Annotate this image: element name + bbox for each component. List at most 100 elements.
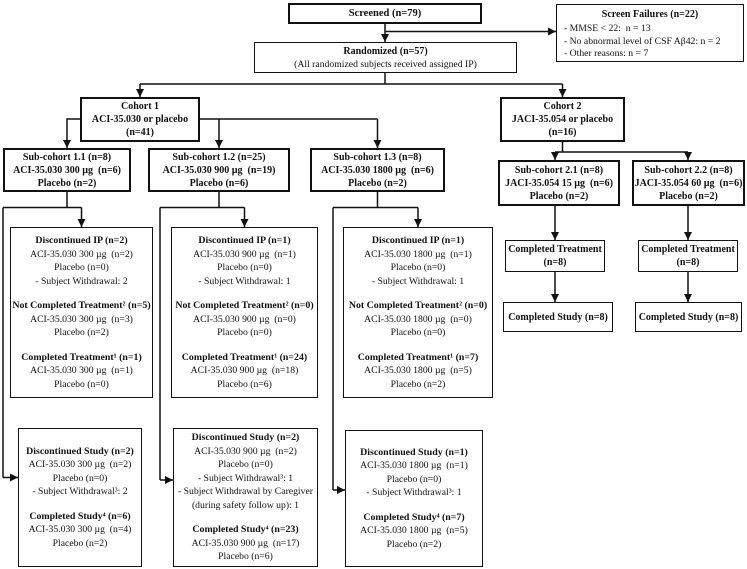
sub-cohort-placebo: Placebo (n=6) (189, 177, 249, 189)
treatment-disposition-1-3-box: Discontinued IP (n=1) ACI-35.030 1800 µg… (343, 227, 493, 398)
completed-study-section: Completed Study⁴ (n=23) ACI-35.030 900 µ… (192, 523, 300, 564)
sub-cohort-1-3-box: Sub-cohort 1.3 (n=8) ACI-35.030 1800 µg … (310, 148, 445, 192)
arrow-cohort1-to-sub11 (63, 118, 80, 148)
section-line: Placebo (n=2) (390, 378, 446, 390)
section-line: ACI-35.030 1800 µg (n=5) (360, 525, 468, 537)
section-line: ACI-35.030 300 µg (n=1) (30, 365, 133, 376)
screened-box: Screened (n=79) (288, 3, 482, 24)
section-line: - Subject Withdrawal: 1 (371, 275, 465, 287)
discontinued-ip-section: Discontinued IP (n=1) ACI-35.030 1800 µg… (364, 234, 472, 288)
sub-cohort-placebo: Placebo (n=2) (659, 190, 718, 202)
cohort-2-box: Cohort 2 JACI-35.054 or placebo (n=16) (500, 97, 625, 142)
section-line: Placebo (n=0) (218, 459, 273, 471)
section-header: Completed Study⁴ (n=23) (192, 524, 299, 536)
not-completed-treatment-section: Not Completed Treatment² (n=5) ACI-35.03… (12, 299, 150, 340)
section-line: ACI-35.030 900 µg (n=18) (190, 365, 299, 376)
cohort-1-n: (n=41) (126, 127, 154, 138)
section-line: - Subject Withdrawal³: 1 (366, 487, 462, 499)
section-line: Placebo (n=0) (54, 378, 109, 390)
section-line: (during safety follow up): 1 (191, 499, 300, 511)
section-header: Completed Study⁴ (n=7) (363, 511, 465, 523)
randomized-title: Randomized (n=57) (343, 45, 428, 57)
section-line: - Subject Withdrawal: 1 (198, 275, 291, 287)
screen-failure-item: - MMSE < 22: n = 13 (564, 23, 651, 34)
connector-col2-junction (159, 192, 245, 480)
sub-cohort-dose: ACI-35.030 900 µg (n=19) (162, 164, 276, 176)
sub-cohort-placebo: Placebo (n=2) (37, 177, 97, 189)
screen-failures-box: Screen Failures (n=22) - MMSE < 22: n = … (556, 4, 744, 62)
cohort-2-n: (n=16) (548, 127, 577, 138)
connector-cohort2-branch (555, 142, 688, 153)
discontinued-study-section: Discontinued Study (n=2) ACI-35.030 300 … (26, 445, 134, 499)
section-header: Completed Study⁴ (n=6) (29, 510, 131, 522)
completed-treatment-2-2-box: Completed Treatment (n=8) (638, 240, 738, 272)
sub-cohort-2-1-box: Sub-cohort 2.1 (n=8) JACI-35.054 15 µg (… (498, 160, 620, 206)
screen-failures-title: Screen Failures (n=22) (601, 9, 699, 20)
sub-cohort-dose: JACI-35.054 15 µg (n=6) (505, 177, 613, 189)
screen-failure-item: - Other reasons: n = 7 (564, 48, 649, 59)
cohort-1-treatment: ACI-35.030 or placebo (91, 114, 189, 125)
section-header: Completed Treatment¹ (n=1) (21, 351, 142, 363)
section-line: ACI-35.030 900 µg (n=0) (193, 313, 296, 325)
section-header: Completed Treatment¹ (n=24) (181, 351, 308, 363)
cohort-2-title: Cohort 2 (543, 101, 582, 112)
sub-cohort-dose: ACI-35.030 300 µg (n=6) (13, 164, 121, 176)
treatment-disposition-1-1-box: Discontinued IP (n=2) ACI-35.030 300 µg … (10, 227, 153, 398)
sub-cohort-placebo: Placebo (n=2) (348, 177, 407, 189)
section-line: Placebo (n=0) (386, 473, 442, 485)
completed-treatment-n: (n=8) (676, 257, 700, 268)
cohort-1-title: Cohort 1 (120, 101, 160, 112)
screened-title: Screened (n=79) (348, 8, 422, 19)
completed-treatment-2-1-box: Completed Treatment (n=8) (505, 240, 605, 272)
study-disposition-1-2-box: Discontinued Study (n=2) ACI-35.030 900 … (173, 428, 318, 567)
sub-cohort-1-1-box: Sub-cohort 1.1 (n=8) ACI-35.030 300 µg (… (3, 148, 131, 192)
randomized-subtitle: (All randomized subjects received assign… (294, 58, 477, 70)
section-header: Completed Treatment¹ (n=7) (357, 351, 479, 363)
completed-treatment-section: Completed Treatment¹ (n=1) ACI-35.030 30… (21, 351, 142, 392)
not-completed-treatment-section: Not Completed Treatment² (n=0) ACI-35.03… (175, 299, 313, 340)
section-line: Placebo (n=0) (390, 262, 446, 273)
randomized-box: Randomized (n=57) (All randomized subjec… (254, 42, 517, 73)
section-line: ACI-35.030 300 µg (n=2) (28, 459, 132, 471)
completed-treatment-n: (n=8) (543, 257, 567, 268)
section-line: - Subject Withdrawal: 2 (35, 275, 128, 287)
completed-treatment-label: Completed Treatment (641, 244, 735, 255)
discontinued-ip-section: Discontinued IP (n=1) ACI-35.030 900 µg … (193, 234, 296, 288)
section-line: Placebo (n=6) (217, 378, 272, 390)
study-disposition-1-3-box: Discontinued Study (n=1) ACI-35.030 1800… (345, 430, 483, 567)
section-line: Placebo (n=2) (54, 327, 109, 338)
section-line: ACI-35.030 900 µg (n=2) (194, 445, 297, 457)
completed-study-section: Completed Study⁴ (n=7) ACI-35.030 1800 µ… (360, 511, 468, 552)
sub-cohort-title: Sub-cohort 1.2 (n=25) (172, 151, 266, 163)
section-line: Placebo (n=2) (52, 537, 108, 549)
section-header: Not Completed Treatment² (n=0) (348, 300, 488, 311)
completed-study-label: Completed Study (n=8) (638, 311, 739, 323)
discontinued-study-section: Discontinued Study (n=1) ACI-35.030 1800… (360, 446, 468, 500)
section-header: Discontinued IP (n=2) (35, 235, 128, 246)
completed-treatment-section: Completed Treatment¹ (n=7) ACI-35.030 18… (358, 351, 479, 392)
section-header: Not Completed Treatment² (n=5) (12, 300, 151, 311)
screen-failures-list: - MMSE < 22: n = 13 - No abnormal level … (557, 23, 743, 61)
section-header: Discontinued Study (n=2) (26, 445, 134, 457)
completed-study-2-2-box: Completed Study (n=8) (635, 302, 742, 332)
sub-cohort-2-2-box: Sub-cohort 2.2 (n=8) JACI-35.054 60 µg (… (632, 160, 745, 206)
section-header: Discontinued IP (n=1) (198, 235, 291, 246)
section-line: ACI-35.030 300 µg (n=2) (30, 248, 133, 260)
section-line: - Subject Withdrawal³: 1 (197, 472, 294, 484)
section-line: Placebo (n=6) (218, 551, 273, 563)
completed-study-label: Completed Study (n=8) (508, 311, 608, 323)
screen-failure-item: - No abnormal level of CSF Aβ42: n = 2 (564, 35, 721, 47)
discontinued-ip-section: Discontinued IP (n=2) ACI-35.030 300 µg … (30, 234, 133, 288)
section-line: Placebo (n=0) (390, 327, 446, 338)
section-header: Not Completed Treatment² (n=0) (175, 300, 314, 311)
section-line: ACI-35.030 300 µg (n=4) (28, 524, 132, 536)
section-header: Discontinued IP (n=1) (371, 235, 465, 246)
completed-treatment-label: Completed Treatment (508, 244, 602, 255)
section-line: ACI-35.030 900 µg (n=17) (191, 537, 300, 549)
section-line: ACI-35.030 1800 µg (n=1) (360, 460, 468, 472)
sub-cohort-placebo: Placebo (n=2) (529, 190, 589, 202)
section-line: Placebo (n=2) (386, 538, 442, 550)
sub-cohort-1-2-box: Sub-cohort 1.2 (n=25) ACI-35.030 900 µg … (148, 148, 290, 192)
